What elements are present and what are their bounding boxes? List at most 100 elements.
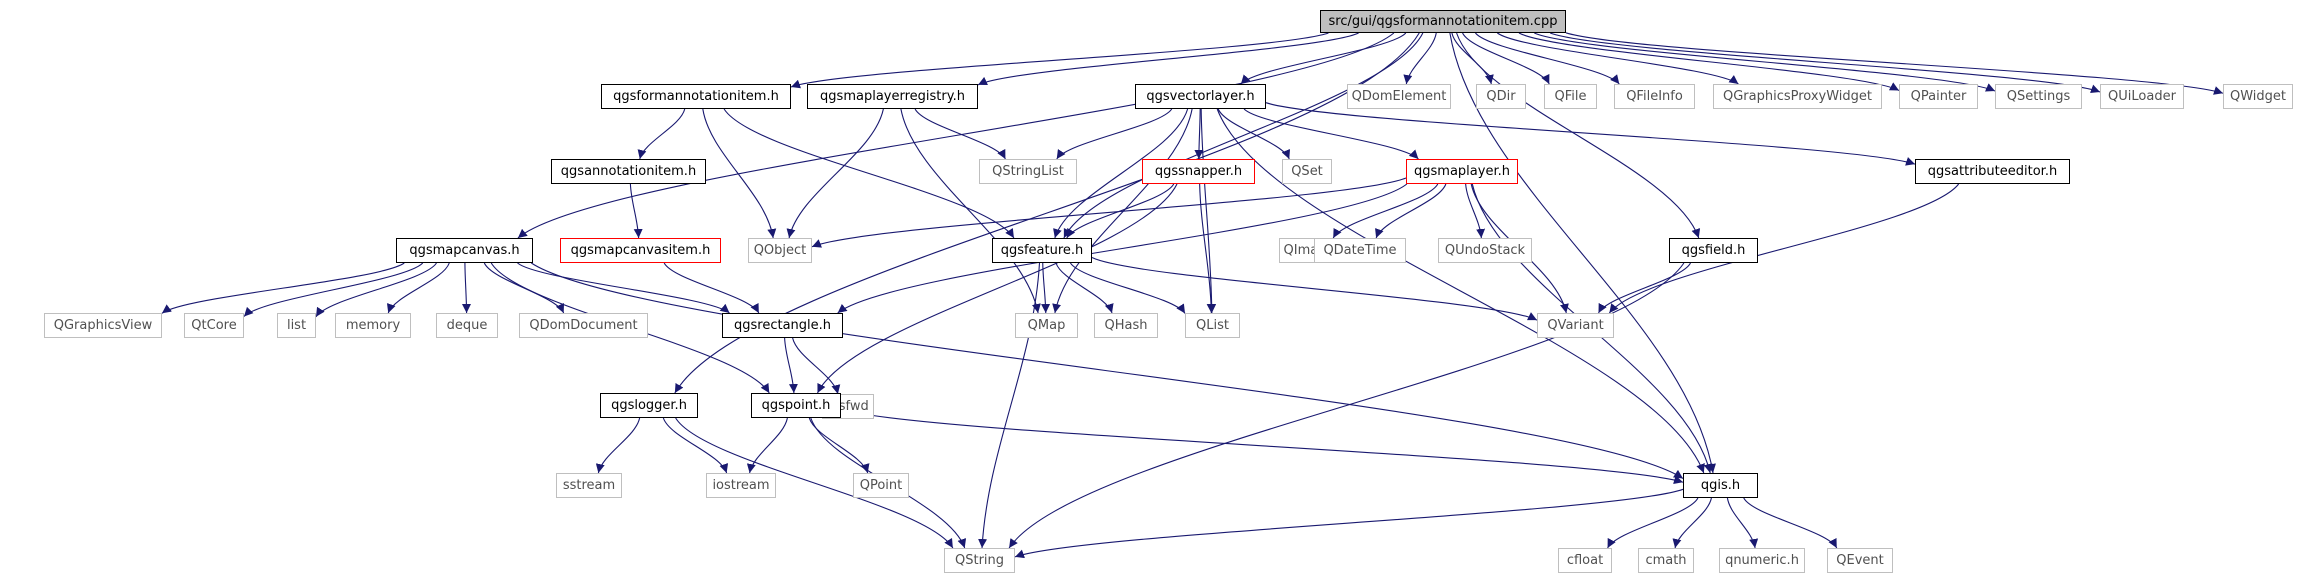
edge-qgsrectangle_h-to-qgspoint_h [784,337,798,394]
edge-qgsmapcanvas_h-to-QGraphicsView [161,262,405,314]
node-cmath: cmath [1638,548,1694,573]
edge-qgsmapcanvas_h-to-qgis_h [531,262,1684,479]
edge-qgsfeature_h-to-QString [978,262,1041,549]
node-qgraphicsproxywidget: QGraphicsProxyWidget [1713,84,1882,109]
node-qlist: QList [1185,313,1240,338]
node-qobject: QObject [748,238,812,263]
node-qgsattributeeditor-h[interactable]: qgsattributeeditor.h [1915,159,2070,184]
edge-qgsmapcanvas_h-to-list [315,262,437,318]
edge-root-to-QFileInfo [1475,32,1620,85]
edge-qgspoint_h-to-iostream [746,417,788,474]
node-sstream: sstream [556,473,622,498]
edge-root-to-QSettings [1534,32,1996,92]
edge-root-to-qgsvectorlayer_h [1240,32,1407,85]
node-qvariant: QVariant [1537,313,1614,338]
node-qgslogger-h[interactable]: qgslogger.h [600,393,698,418]
node-qgssnapper-h[interactable]: qgssnapper.h [1142,159,1255,184]
node-qpainter: QPainter [1899,84,1978,109]
edge-root-to-qgsmapcanvas_h [517,32,1395,239]
node-qgsmapcanvas-h[interactable]: qgsmapcanvas.h [396,238,533,263]
node-qgsformannotationitem-h[interactable]: qgsformannotationitem.h [601,84,791,109]
edge-root-to-qgsfeature_h [1063,32,1424,239]
node-qnumeric-h: qnumeric.h [1719,548,1805,573]
node-qgspoint-h[interactable]: qgspoint.h [751,393,841,418]
edge-qgsmapcanvas_h-to-qgsrectangle_h [517,262,730,314]
node-qtcore: QtCore [184,313,244,338]
node-qgsrectangle-h[interactable]: qgsrectangle.h [722,313,843,338]
edge-qgsmapcanvas_h-to-deque [461,262,471,314]
edge-qgspoint_h-to-QPoint [808,417,870,474]
node-qdatetime: QDateTime [1314,238,1406,263]
edge-qgsmaplayerregistry_h-to-QMap [900,108,1041,314]
edge-qgsfeature_h-to-QList [1069,262,1186,314]
node-qset: QSet [1282,159,1332,184]
edge-qgsfield_h-to-QString [1008,262,1685,549]
node-qpoint: QPoint [853,473,909,498]
node-qhash: QHash [1094,313,1158,338]
node-qgsmapcanvasitem-h[interactable]: qgsmapcanvasitem.h [560,238,721,263]
node-qundostack: QUndoStack [1438,238,1532,263]
edge-qgsfield_h-to-QVariant [1598,262,1691,314]
node-qdir: QDir [1476,84,1526,109]
node-quiloader: QUiLoader [2100,84,2184,109]
node-qgsfield-h[interactable]: qgsfield.h [1669,238,1758,263]
node-list: list [277,313,316,338]
edge-qgsmaplayer_h-to-QImage [1332,183,1439,239]
edge-qgsvectorlayer_h-to-qgis_h [1216,108,1705,474]
edge-root-to-QUiLoader [1549,32,2101,94]
edge-qgsvectorlayer_h-to-QSet [1217,108,1291,160]
edge-qgsformannotationitem_h-to-QObject [702,108,777,239]
edge-qgsformannotationitem_h-to-qgsannotationitem_h [637,108,686,160]
edge-qgsmaplayer_h-to-QDateTime [1375,183,1447,239]
node-qevent: QEvent [1827,548,1893,573]
edge-root-to-QFile [1462,32,1550,85]
edge-qgis_h-to-cmath [1672,497,1712,549]
edge-qgis_h-to-QString [1014,488,1684,559]
edge-qgssnapper_h-to-QList [1199,183,1216,314]
node-qgsannotationitem-h[interactable]: qgsannotationitem.h [551,159,706,184]
edge-qgsfeature_h-to-QMap [1041,262,1051,314]
edge-qgsmaplayer_h-to-qgsrectangle_h [837,183,1408,314]
node-qdomelement: QDomElement [1347,84,1451,109]
edge-root-to-qgsfield_h [1456,32,1701,239]
node-qdomdocument: QDomDocument [519,313,648,338]
edge-qgis_h-to-QEvent [1743,497,1838,549]
node-qgsfeature-h[interactable]: qgsfeature.h [992,238,1092,263]
edge-root-to-qgis_h [1449,32,1716,474]
edge-root-to-qgsmaplayerregistry_h [977,32,1359,86]
node-qgsvectorlayer-h[interactable]: qgsvectorlayer.h [1135,84,1266,109]
node-qgis-h[interactable]: qgis.h [1683,473,1758,498]
edge-qgsmapcanvas_h-to-QtCore [243,262,424,317]
edge-qgsmaplayerregistry_h-to-QObject [786,108,884,239]
edge-qgslogger_h-to-QString [675,417,954,549]
node-qstringlist: QStringList [979,159,1077,184]
edge-root-to-QGraphicsProxyWidget [1497,32,1739,85]
edge-qgsmaplayerregistry_h-to-QStringList [914,108,1006,160]
edge-qgsannotationitem_h-to-qgsmapcanvasitem_h [629,183,643,239]
edge-qgsmaplayer_h-to-QObject [811,177,1407,248]
edge-qgsformannotationitem_h-to-qgsfeature_h [723,108,1015,239]
edge-qgslogger_h-to-sstream [595,417,641,474]
node-qfileinfo: QFileInfo [1614,84,1695,109]
edge-qgsfeature_h-to-QHash [1055,262,1114,314]
edge-qgsvectorlayer_h-to-QList [1200,108,1217,314]
node-qsettings: QSettings [1995,84,2082,109]
edge-qgsvectorlayer_h-to-qgsattributeeditor_h [1265,102,1916,166]
node-qgsmaplayer-h[interactable]: qgsmaplayer.h [1406,159,1518,184]
node-root[interactable]: src/gui/qgsformannotationitem.cpp [1320,10,1566,33]
edge-qgslogger_h-to-iostream [662,417,729,474]
edge-root-to-QDomElement [1403,32,1437,85]
node-qstring: QString [944,548,1015,573]
edge-qgis_h-to-cfloat [1607,497,1699,549]
edge-qgsvectorlayer_h-to-qgsmaplayer_h [1243,108,1419,160]
edge-qgsrectangle_h-to-iosfwd [792,337,841,395]
node-cfloat: cfloat [1558,548,1612,573]
edge-qgsfeature_h-to-QVariant [1091,257,1538,321]
node-qfile: QFile [1544,84,1597,109]
edge-qgsvectorlayer_h-to-qgssnapper_h [1194,108,1204,160]
edge-qgsmapcanvas_h-to-memory [386,262,450,314]
edge-qgsattributeeditor_h-to-QVariant [1608,183,1960,314]
node-qgsmaplayerregistry-h[interactable]: qgsmaplayerregistry.h [807,84,978,109]
edge-qgspoint_h-to-qgis_h [840,408,1684,484]
